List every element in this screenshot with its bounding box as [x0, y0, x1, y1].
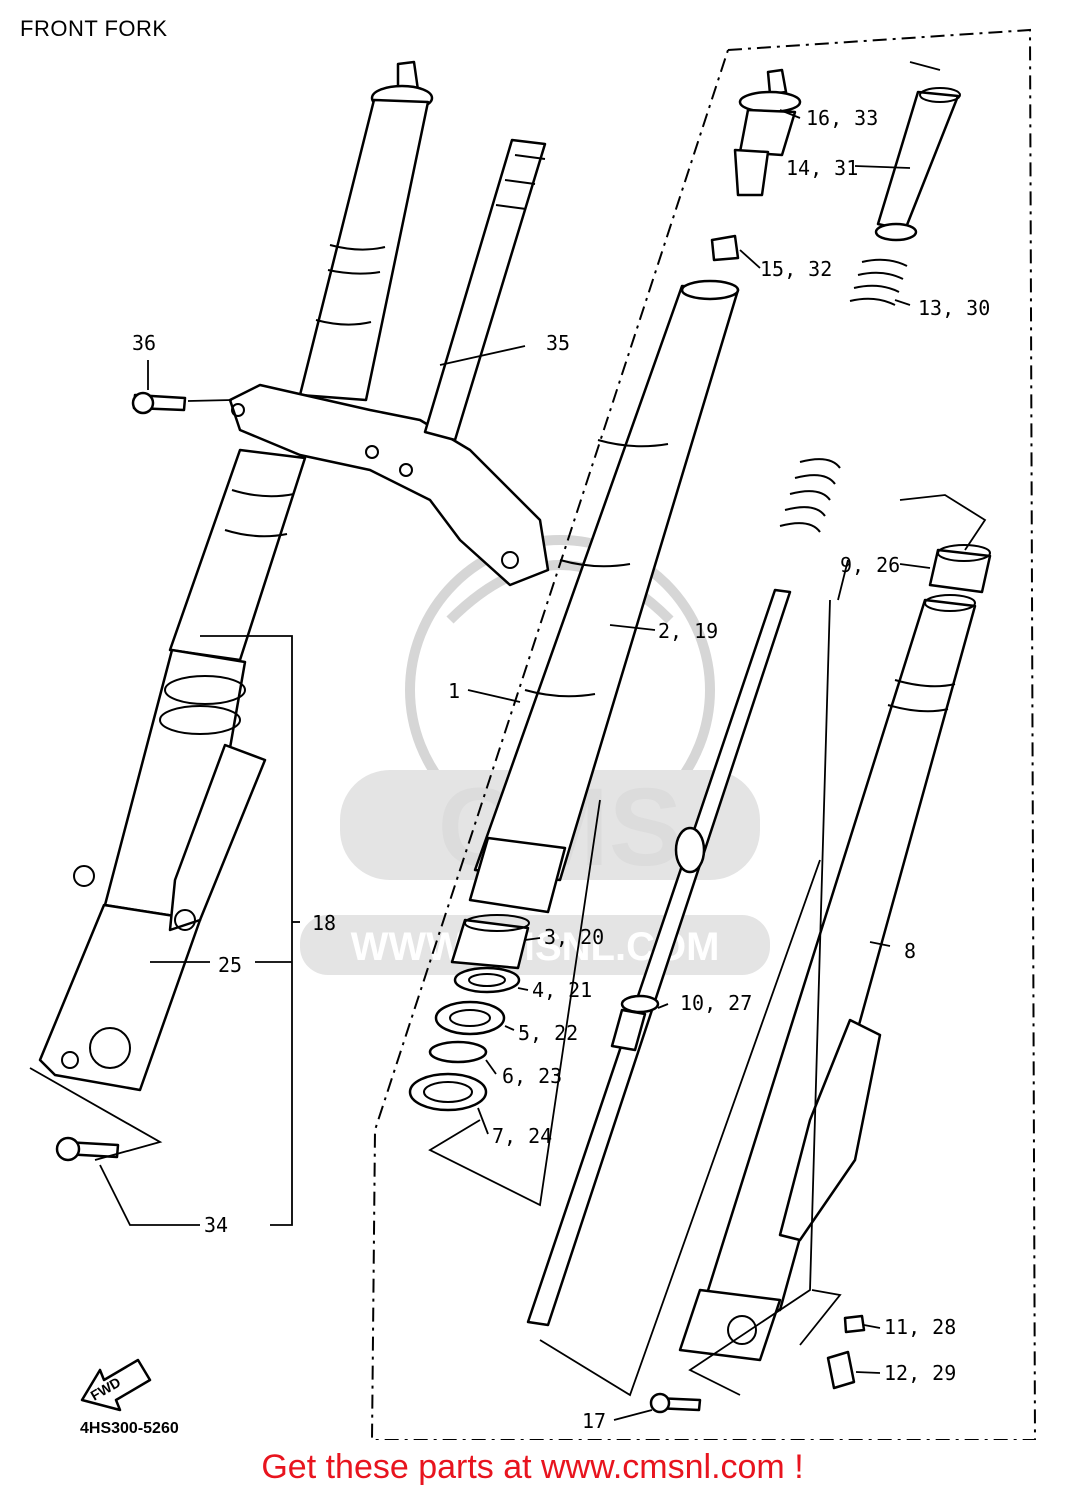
exploded-fork-parts [408, 61, 992, 1414]
callout-35: 35 [546, 331, 570, 355]
callout-leaders [147, 109, 931, 1421]
footer-link[interactable]: Get these parts at www.cmsnl.com ! [261, 1448, 804, 1486]
callout-4-21: 4, 21 [532, 978, 592, 1002]
callout-14-31: 14, 31 [786, 156, 858, 180]
assembled-fork-leg [29, 60, 550, 1226]
callout-1: 1 [448, 679, 460, 703]
callout-8: 8 [904, 939, 916, 963]
callout-17: 17 [582, 1409, 606, 1433]
callout-7-24: 7, 24 [492, 1124, 552, 1148]
callout-16-33: 16, 33 [806, 106, 878, 130]
callout-34: 34 [204, 1213, 228, 1237]
callout-25: 25 [218, 953, 242, 977]
diagram-code: 4HS300-5260 [80, 1420, 179, 1437]
callout-3-20: 3, 20 [544, 925, 604, 949]
callout-labels: 36 35 16, 33 14, 31 15, 32 13, 30 9, 26 … [132, 106, 990, 1433]
callout-10-27: 10, 27 [680, 991, 752, 1015]
page-title: FRONT FORK [20, 16, 168, 41]
callout-18: 18 [312, 911, 336, 935]
callout-5-22: 5, 22 [518, 1021, 578, 1045]
callout-12-29: 12, 29 [884, 1361, 956, 1385]
callout-11-28: 11, 28 [884, 1315, 956, 1339]
exploded-parts-diagram: CMS WWW.CMSNL.COM [29, 28, 1037, 1440]
exploded-view-frame [370, 28, 1037, 1440]
fwd-arrow-icon: FWD [80, 1358, 152, 1412]
callout-15-32: 15, 32 [760, 257, 832, 281]
callout-2-19: 2, 19 [658, 619, 718, 643]
callout-6-23: 6, 23 [502, 1064, 562, 1088]
callout-13-30: 13, 30 [918, 296, 990, 320]
callout-9-26: 9, 26 [840, 553, 900, 577]
callout-36: 36 [132, 331, 156, 355]
